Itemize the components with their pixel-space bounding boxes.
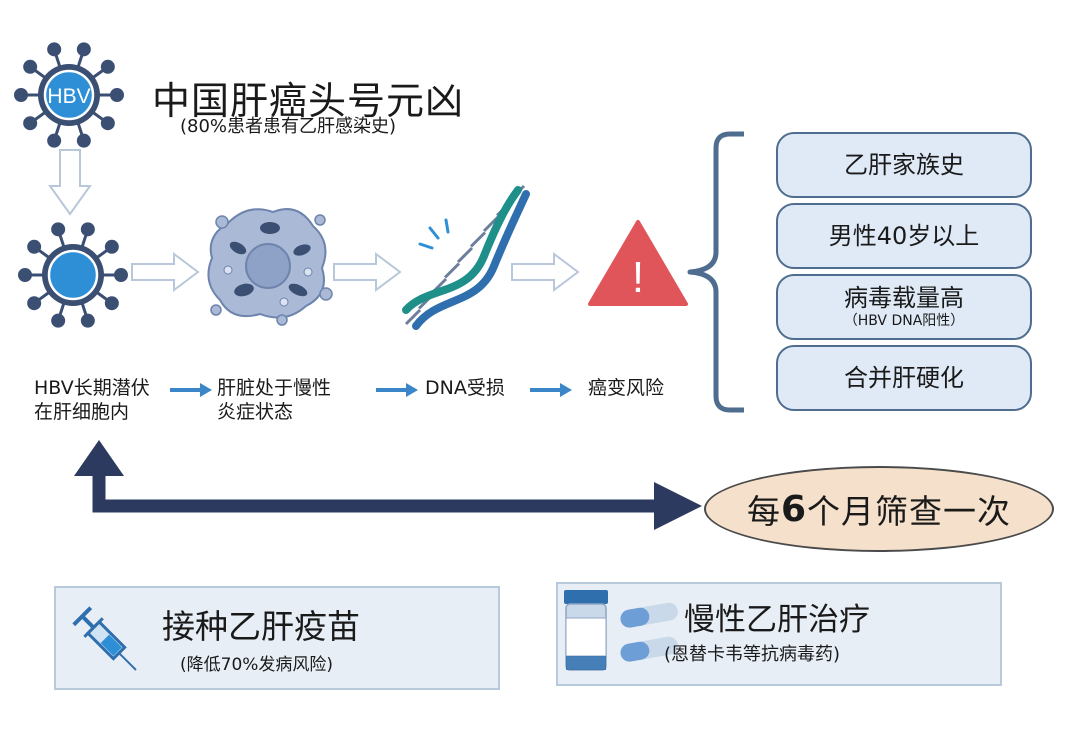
down-arrow bbox=[48, 149, 92, 216]
virus-badge-text: HBV bbox=[47, 85, 90, 108]
label-arrow-1 bbox=[170, 383, 212, 397]
step-label-latent: HBV长期潜伏在肝细胞内 bbox=[34, 377, 150, 423]
label-arrow-3 bbox=[530, 383, 572, 397]
hbv-virus-icon: HBV bbox=[14, 42, 124, 148]
screening-arrow bbox=[74, 440, 702, 530]
pill-bottle-icon bbox=[564, 590, 608, 671]
risk-factor-cirrhosis: 合并肝硬化 bbox=[776, 345, 1032, 411]
warning-exclamation: ! bbox=[632, 253, 644, 302]
treatment-card bbox=[556, 582, 1002, 686]
treatment-note: (恩替卡韦等抗病毒药) bbox=[664, 644, 841, 665]
syringe-icon bbox=[72, 606, 137, 671]
risk-brace bbox=[687, 131, 744, 413]
risk-factor-male-over-40: 男性40岁以上 bbox=[776, 203, 1032, 269]
capsule-icon bbox=[620, 602, 678, 662]
vaccine-title: 接种乙肝疫苗 bbox=[162, 607, 360, 646]
risk-factor-high-viral-load: 病毒载量高 （HBV DNA阳性） bbox=[776, 274, 1032, 340]
inflamed-liver-cell-icon bbox=[207, 208, 333, 326]
treatment-title: 慢性乙肝治疗 bbox=[684, 602, 870, 638]
step-label-inflammation: 肝脏处于慢性炎症状态 bbox=[217, 377, 332, 423]
warning-triangle-icon: ! bbox=[588, 220, 688, 306]
pathway-arrow-3 bbox=[511, 252, 580, 292]
dna-helix-icon bbox=[402, 184, 530, 330]
pathway-arrow-2 bbox=[333, 252, 402, 292]
virus-icon bbox=[18, 222, 128, 328]
step-label-dna-damage: DNA受损 bbox=[425, 377, 505, 399]
vaccine-note: (降低70%发病风险) bbox=[180, 655, 334, 675]
label-arrow-2 bbox=[376, 383, 418, 397]
step-label-cancer-risk: 癌变风险 bbox=[588, 377, 665, 399]
page-subtitle: (80%患者患有乙肝感染史) bbox=[180, 116, 397, 137]
page-title: 中国肝癌头号元凶 bbox=[152, 79, 465, 123]
vaccine-card bbox=[54, 586, 500, 690]
pathway-arrow-1 bbox=[131, 252, 200, 292]
risk-factor-family-history: 乙肝家族史 bbox=[776, 132, 1032, 198]
